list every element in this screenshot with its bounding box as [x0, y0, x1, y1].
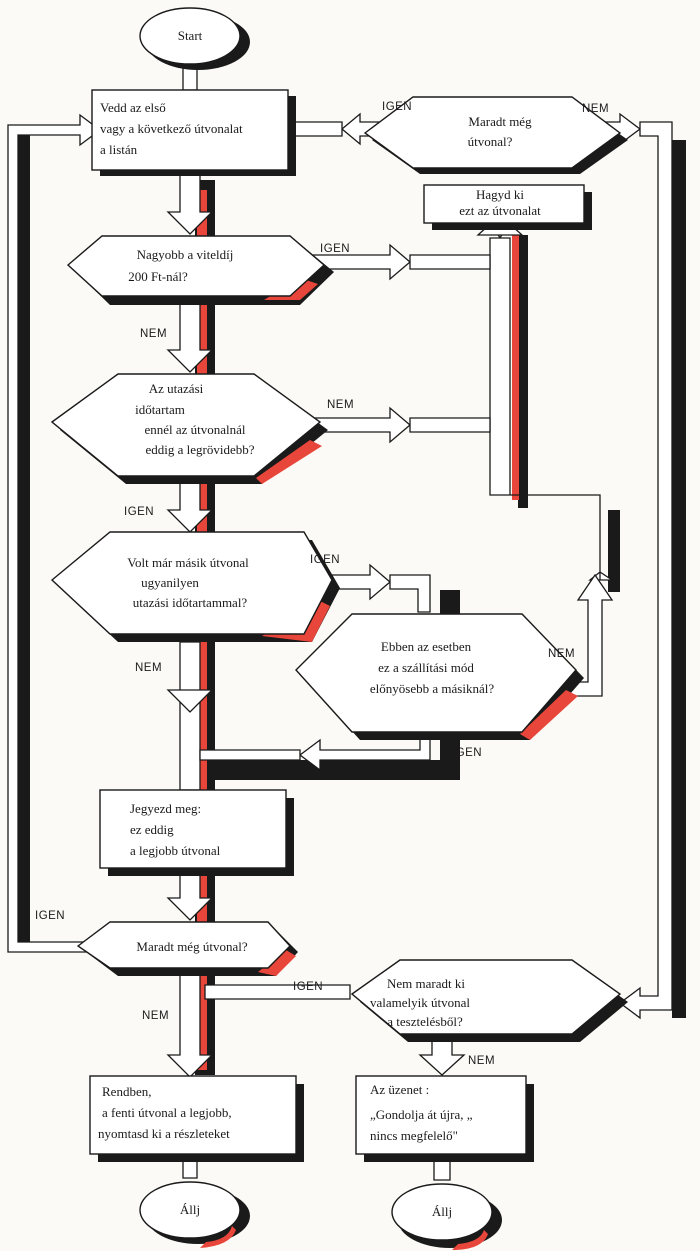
- note-line-1: Jegyezd meg:: [130, 801, 201, 816]
- remaining-top-line-2: útvonal?: [468, 134, 513, 149]
- same-duration-line-1: Volt már másik útvonal: [127, 555, 249, 570]
- none-left-decision: Nem maradt ki valamelyik útvonal a teszt…: [350, 959, 628, 1042]
- edge-label-duration-yes: IGEN: [124, 506, 154, 518]
- take-route-line-2: vagy a következő útvonalat: [100, 121, 243, 136]
- edge-label-transport-yes: IGEN: [452, 747, 482, 759]
- edge-label-none-left-no: NEM: [468, 1055, 495, 1067]
- edge-label-same-no: NEM: [135, 662, 162, 674]
- svg-text:Maradt még: Maradt még: [468, 114, 532, 129]
- ok-line-1: Rendben,: [102, 1084, 151, 1099]
- svg-text:a tesztelésből?: a tesztelésből?: [387, 1014, 463, 1029]
- svg-text:Az utazási: Az utazási: [149, 381, 204, 396]
- svg-text:Ebben az esetben: Ebben az esetben: [381, 639, 472, 654]
- same-duration-line-3: utazási időtartammal?: [133, 595, 248, 610]
- note-line-3: a legjobb útvonal: [130, 843, 221, 858]
- start-label: Start: [178, 28, 203, 43]
- svg-text:a fenti útvonal a legjobb,: a fenti útvonal a legjobb,: [102, 1105, 232, 1120]
- stop-right-terminal: Állj: [391, 1183, 502, 1250]
- skip-route-line-2: ezt az útvonalat: [459, 203, 541, 218]
- ok-line-3: nyomtasd ki a részleteket: [98, 1126, 230, 1141]
- duration-check-decision: Az utazási időtartam ennél az útvonalnál…: [50, 373, 328, 484]
- svg-text:Rendben,: Rendben,: [102, 1084, 151, 1099]
- svg-text:nyomtasd ki a részleteket: nyomtasd ki a részleteket: [98, 1126, 230, 1141]
- take-route-process: Vedd az első vagy a következő útvonalat …: [91, 89, 296, 176]
- fare-check-decision: Nagyobb a viteldíj 200 Ft-nál?: [66, 235, 334, 305]
- edge-label-duration-no: NEM: [327, 399, 354, 411]
- start-terminal: Start: [139, 7, 250, 70]
- transport-line-3: előnyösebb a másiknál?: [370, 681, 494, 696]
- remaining-top-line-1: Maradt még: [468, 114, 532, 129]
- svg-text:ez eddig: ez eddig: [130, 822, 174, 837]
- svg-text:útvonal?: útvonal?: [468, 134, 513, 149]
- svg-text:vagy a következő útvonalat: vagy a következő útvonalat: [100, 121, 243, 136]
- edge-labels: IGEN NEM IGEN NEM NEM IGEN IGEN NEM NEM …: [35, 101, 609, 1067]
- svg-text:Vedd az első: Vedd az első: [100, 100, 166, 115]
- svg-text:ezt az útvonalat: ezt az útvonalat: [459, 203, 541, 218]
- ok-print-process: Rendben, a fenti útvonal a legjobb, nyom…: [89, 1075, 304, 1162]
- fare-check-line-2: 200 Ft-nál?: [128, 269, 188, 284]
- skip-route-process: Hagyd ki ezt az útvonalat: [423, 184, 592, 230]
- none-left-line-1: Nem maradt ki: [387, 976, 465, 991]
- svg-text:Hagyd ki: Hagyd ki: [476, 187, 524, 202]
- none-left-line-2: valamelyik útvonal: [370, 995, 470, 1010]
- same-duration-decision: Volt már másik útvonal ugyanilyen utazás…: [50, 531, 340, 642]
- message-line-2: „Gondolja át újra, „: [370, 1107, 473, 1122]
- stop-left-terminal: Állj: [139, 1181, 250, 1248]
- edge-label-same-yes: IGEN: [310, 554, 340, 566]
- svg-text:Volt már másik útvonal: Volt már másik útvonal: [127, 555, 249, 570]
- svg-text:Jegyezd meg:: Jegyezd meg:: [130, 801, 201, 816]
- remaining-bottom-decision: Maradt még útvonal?: [76, 921, 298, 976]
- take-route-line-1: Vedd az első: [100, 100, 166, 115]
- stop-left-label: Állj: [180, 1202, 200, 1217]
- edge-label-fare-yes: IGEN: [320, 243, 350, 255]
- message-process: Az üzenet : „Gondolja át újra, „ nincs m…: [355, 1075, 534, 1162]
- remaining-bottom-label: Maradt még útvonal?: [136, 939, 247, 954]
- edge-label-fare-no: NEM: [140, 328, 167, 340]
- svg-text:Az üzenet :: Az üzenet :: [370, 1082, 429, 1097]
- transport-line-1: Ebben az esetben: [381, 639, 472, 654]
- svg-text:utazási időtartammal?: utazási időtartammal?: [133, 595, 248, 610]
- svg-text:előnyösebb a másiknál?: előnyösebb a másiknál?: [370, 681, 494, 696]
- edge-label-remaining-top-yes: IGEN: [382, 101, 412, 113]
- edge-label-remaining-top-no: NEM: [582, 103, 609, 115]
- none-left-line-3: a tesztelésből?: [387, 1014, 463, 1029]
- svg-text:200 Ft-nál?: 200 Ft-nál?: [128, 269, 188, 284]
- svg-text:időtartam: időtartam: [135, 402, 185, 417]
- duration-line-1: Az utazási: [149, 381, 204, 396]
- same-duration-line-2: ugyanilyen: [141, 575, 199, 590]
- duration-line-3: ennél az útvonalnál: [144, 422, 245, 437]
- svg-text:ugyanilyen: ugyanilyen: [141, 575, 199, 590]
- duration-line-4: eddig a legrövidebb?: [145, 442, 254, 457]
- svg-text:Nem maradt ki: Nem maradt ki: [387, 976, 465, 991]
- duration-line-2: időtartam: [135, 402, 185, 417]
- edge-label-remaining-bottom-yes-right: IGEN: [293, 981, 323, 993]
- note-line-2: ez eddig: [130, 822, 174, 837]
- take-route-line-3: a listán: [100, 142, 138, 157]
- fare-check-line-1: Nagyobb a viteldíj: [137, 247, 234, 262]
- edge-label-remaining-bottom-no: NEM: [142, 1010, 169, 1022]
- svg-text:eddig a legrövidebb?: eddig a legrövidebb?: [145, 442, 254, 457]
- svg-text:„Gondolja át újra, „: „Gondolja át újra, „: [370, 1107, 473, 1122]
- remaining-top-decision: Maradt még útvonal?: [363, 96, 628, 174]
- svg-text:nincs megfelelő": nincs megfelelő": [370, 1128, 458, 1143]
- skip-route-line-1: Hagyd ki: [476, 187, 524, 202]
- svg-text:valamelyik útvonal: valamelyik útvonal: [370, 995, 470, 1010]
- edge-label-remaining-bottom-yes-left: IGEN: [35, 910, 65, 922]
- stop-right-label: Állj: [432, 1204, 452, 1219]
- svg-text:ez a szállítási mód: ez a szállítási mód: [378, 660, 474, 675]
- svg-text:ennél az útvonalnál: ennél az útvonalnál: [144, 422, 245, 437]
- svg-text:a legjobb útvonal: a legjobb útvonal: [130, 843, 221, 858]
- transport-better-decision: Ebben az esetben ez a szállítási mód elő…: [295, 613, 584, 740]
- note-best-process: Jegyezd meg: ez eddig a legjobb útvonal: [99, 789, 294, 876]
- message-line-3: nincs megfelelő": [370, 1128, 458, 1143]
- message-line-1: Az üzenet :: [370, 1082, 429, 1097]
- svg-text:Nagyobb a viteldíj: Nagyobb a viteldíj: [137, 247, 234, 262]
- transport-line-2: ez a szállítási mód: [378, 660, 474, 675]
- svg-text:a listán: a listán: [100, 142, 138, 157]
- edge-label-transport-no: NEM: [548, 648, 575, 660]
- ok-line-2: a fenti útvonal a legjobb,: [102, 1105, 232, 1120]
